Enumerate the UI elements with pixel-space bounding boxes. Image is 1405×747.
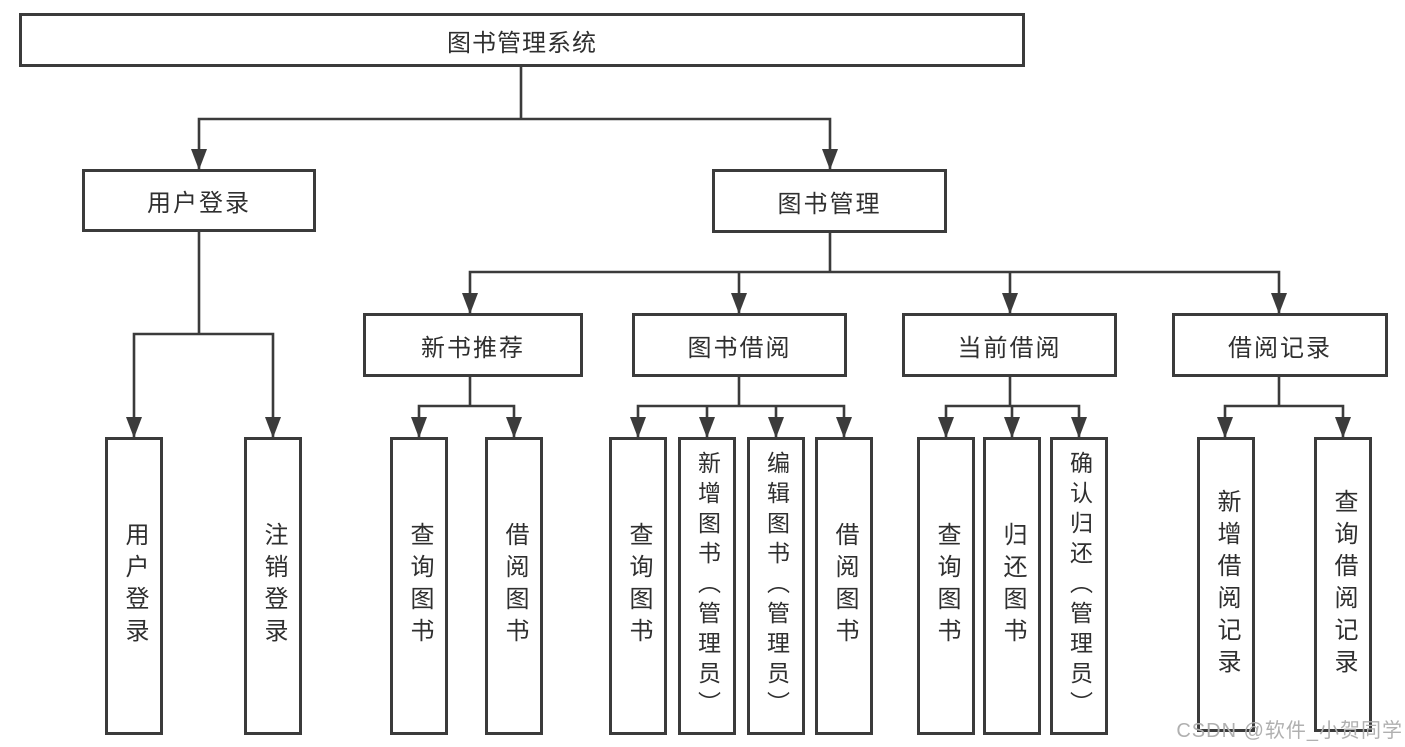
node-root-label: 图书管理系统	[447, 29, 597, 57]
node-leaf-nbr-query-books-label: 查询图书	[406, 522, 433, 650]
node-leaf-cb-return-books-label: 归还图书	[999, 522, 1026, 650]
node-leaf-user-login: 用户登录	[105, 437, 163, 735]
node-borrowing-records-label: 借阅记录	[1228, 334, 1332, 362]
node-leaf-br-query-borrow-record-label: 查询借阅记录	[1330, 488, 1357, 681]
node-current-borrowing: 当前借阅	[902, 313, 1117, 377]
connector-user-login-children	[126, 230, 281, 438]
node-leaf-cb-return-books: 归还图书	[983, 437, 1041, 735]
node-leaf-bb-edit-books-admin-label: 编辑图书（管理员）	[763, 451, 790, 721]
node-leaf-bb-query-books: 查询图书	[609, 437, 667, 735]
node-leaf-cb-confirm-return-admin: 确认归还（管理员）	[1050, 437, 1108, 735]
watermark-text: CSDN @软件_小贺同学	[1176, 720, 1403, 742]
node-leaf-user-login-label: 用户登录	[121, 522, 148, 650]
connector-borrowing-records-children	[1217, 375, 1351, 438]
node-root: 图书管理系统	[19, 13, 1025, 67]
connector-book-borrowing-children	[630, 375, 852, 438]
connector-new-book-children	[411, 375, 522, 438]
node-user-login-label: 用户登录	[147, 190, 251, 217]
node-leaf-logout: 注销登录	[244, 437, 302, 735]
node-leaf-nbr-borrow-books: 借阅图书	[485, 437, 543, 735]
node-book-borrowing-label: 图书借阅	[687, 334, 792, 362]
node-leaf-cb-confirm-return-admin-label: 确认归还（管理员）	[1066, 451, 1093, 721]
node-leaf-cb-query-books-label: 查询图书	[933, 522, 960, 650]
node-leaf-bb-borrow-books-label: 借阅图书	[831, 522, 858, 650]
node-leaf-nbr-borrow-books-label: 借阅图书	[501, 522, 528, 650]
node-leaf-logout-label: 注销登录	[260, 522, 287, 650]
node-leaf-bb-borrow-books: 借阅图书	[815, 437, 873, 735]
node-current-borrowing-label: 当前借阅	[957, 334, 1062, 362]
node-leaf-br-add-borrow-record: 新增借阅记录	[1197, 437, 1255, 732]
node-leaf-bb-query-books-label: 查询图书	[625, 522, 652, 650]
node-borrowing-records: 借阅记录	[1172, 313, 1388, 377]
connector-book-management-children	[462, 231, 1287, 314]
node-leaf-br-query-borrow-record: 查询借阅记录	[1314, 437, 1372, 732]
node-leaf-bb-add-books-admin: 新增图书（管理员）	[678, 437, 736, 735]
node-leaf-bb-edit-books-admin: 编辑图书（管理员）	[747, 437, 805, 735]
connector-root-to-level2	[191, 65, 838, 170]
node-leaf-br-add-borrow-record-label: 新增借阅记录	[1213, 488, 1240, 681]
node-book-management-label: 图书管理	[777, 190, 882, 218]
node-leaf-nbr-query-books: 查询图书	[390, 437, 448, 735]
node-new-book-recommendation: 新书推荐	[363, 313, 583, 377]
node-book-management: 图书管理	[712, 169, 947, 233]
node-new-book-recommendation-label: 新书推荐	[421, 334, 525, 362]
node-user-login: 用户登录	[82, 169, 316, 232]
node-leaf-cb-query-books: 查询图书	[917, 437, 975, 735]
connector-current-borrowing-children	[938, 375, 1087, 438]
node-leaf-bb-add-books-admin-label: 新增图书（管理员）	[694, 451, 721, 721]
node-book-borrowing: 图书借阅	[632, 313, 847, 377]
